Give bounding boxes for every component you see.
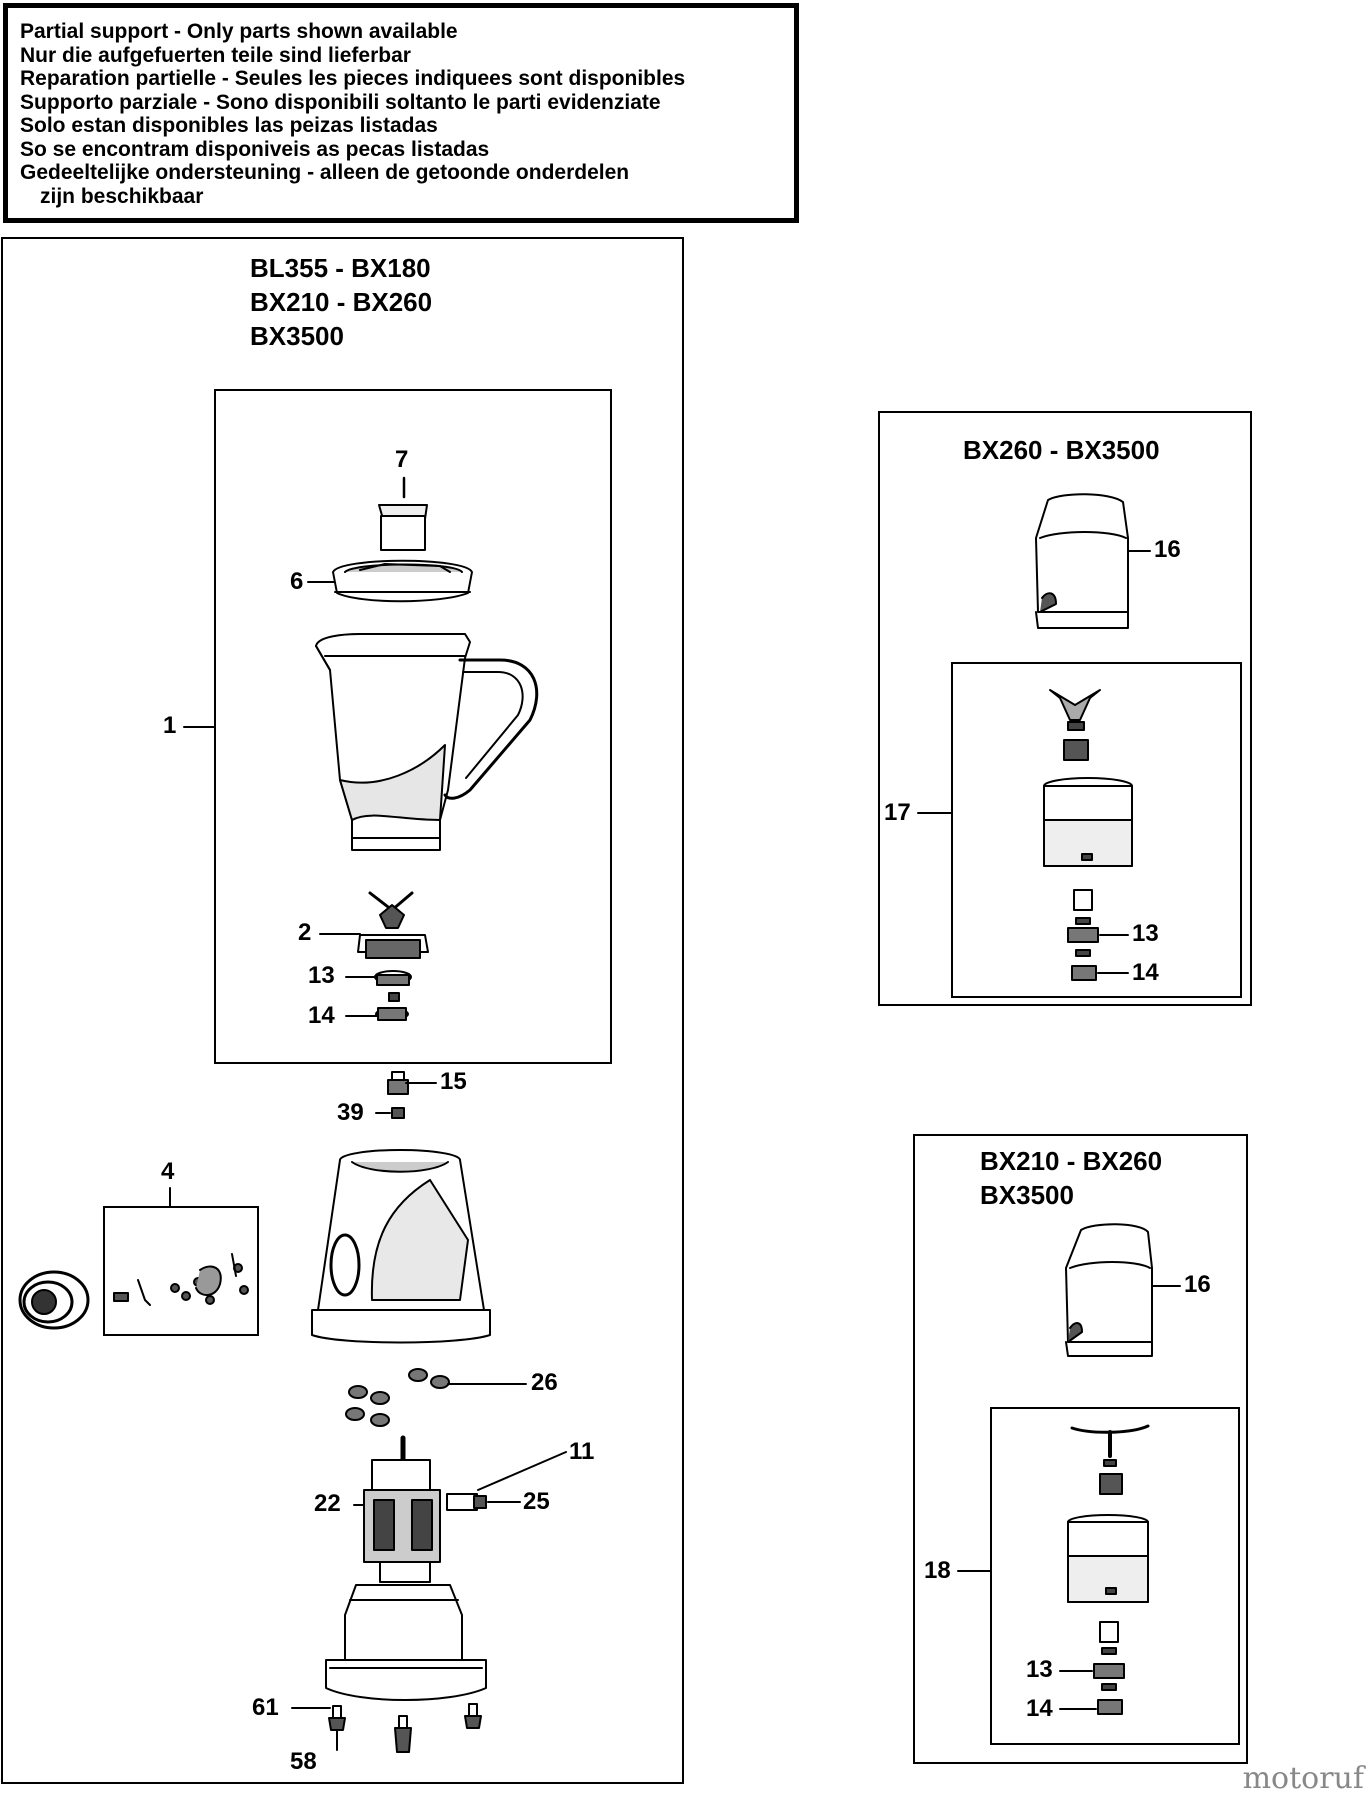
notice-line: Gedeeltelijke ondersteuning - alleen de … [20,161,630,184]
seal-b-part13 [1093,1663,1125,1691]
switch-part25 [446,1493,487,1511]
callout-1: 1 [163,712,177,739]
blade-assembly-part2 [357,891,429,959]
spacer-part39 [391,1107,405,1119]
chopper-bowl-a [1043,777,1133,867]
notice-line: Supporto parziale - Sono disponibili sol… [20,90,661,114]
jar-part1 [315,633,539,851]
callout-17: 17 [884,799,911,826]
leader-lines [169,550,1181,1751]
watermark-logo: motoruf [1242,1761,1364,1796]
notice-line: So se encontram disponiveis as pecas lis… [20,137,490,161]
callout-26: 26 [531,1369,558,1396]
coupler-part15 [387,1071,409,1095]
main-models-line-1: BL355 - BX180 [250,253,431,283]
motor-base-housing [325,1584,487,1701]
callout-22: 22 [314,1490,341,1517]
lid-part6 [332,559,473,603]
ring-part14 [375,992,409,1021]
screws-part58 [328,1703,482,1753]
filler-cap-part7 [378,476,428,551]
callout-4: 4 [161,1158,175,1185]
callout-14-b: 14 [1026,1695,1053,1722]
shaft-a [1073,889,1093,925]
callout-2: 2 [298,919,312,946]
callout-13-a: 13 [1132,920,1159,947]
callout-61: 61 [252,1694,279,1721]
callout-14-a: 14 [1132,959,1159,986]
chopper-a-inner-box [951,662,1242,998]
callout-39: 39 [337,1099,364,1126]
chopper-b-inner-box [990,1407,1240,1745]
jar-subpanel [214,389,612,1064]
chopper-bowl-part16-b [1065,1223,1153,1357]
callout-13-b: 13 [1026,1656,1053,1683]
callout-11: 11 [569,1438,595,1465]
callout-16-a: 16 [1154,536,1181,563]
callout-7: 7 [395,446,409,473]
accessory-dial-part [18,1270,90,1330]
chopper-bowl-part16-a [1035,493,1129,629]
whisk-unit-b [1070,1424,1150,1495]
callout-13: 13 [308,962,335,989]
feet-part26 [345,1368,450,1427]
panel-a-models: BX260 - BX3500 [963,435,1160,465]
shaft-b [1099,1621,1119,1655]
accessory4-box [103,1206,259,1336]
seal-a-part13 [1067,927,1099,957]
main-models-line-3: BX3500 [250,321,344,351]
notice-line: zijn beschikbaar [40,184,204,208]
motor-part22 [363,1435,441,1583]
seal-part13 [374,970,412,986]
notice-line: Partial support - Only parts shown avail… [20,20,458,43]
main-models-line-2: BX210 - BX260 [250,287,433,317]
notice-line: Nur die aufgefuerten teile sind lieferba… [20,43,411,67]
panel-b-models-line-1: BX210 - BX260 [980,1146,1163,1176]
base-housing [311,1149,491,1344]
callout-58: 58 [290,1748,317,1775]
callout-15: 15 [440,1068,467,1095]
chopper-panel-b [913,1134,1248,1764]
main-parts-panel [1,237,684,1784]
callout-6: 6 [290,568,304,595]
availability-notice: Partial support - Only parts shown avail… [3,3,799,223]
notice-line: Solo estan disponibles las peizas listad… [20,114,438,137]
callout-14: 14 [308,1002,335,1029]
blade-unit-a [1049,689,1101,761]
chopper-panel-a [878,411,1252,1006]
notice-line: Reparation partielle - Seules les pieces… [20,67,686,90]
accessory-small-parts [113,1253,249,1306]
callout-25: 25 [523,1488,550,1515]
callout-18: 18 [924,1557,951,1584]
panel-b-models-line-2: BX3500 [980,1180,1074,1210]
ring-a-part14 [1071,965,1097,981]
callout-16-b: 16 [1184,1271,1211,1298]
chopper-bowl-b [1067,1514,1149,1603]
ring-b-part14 [1097,1699,1123,1715]
